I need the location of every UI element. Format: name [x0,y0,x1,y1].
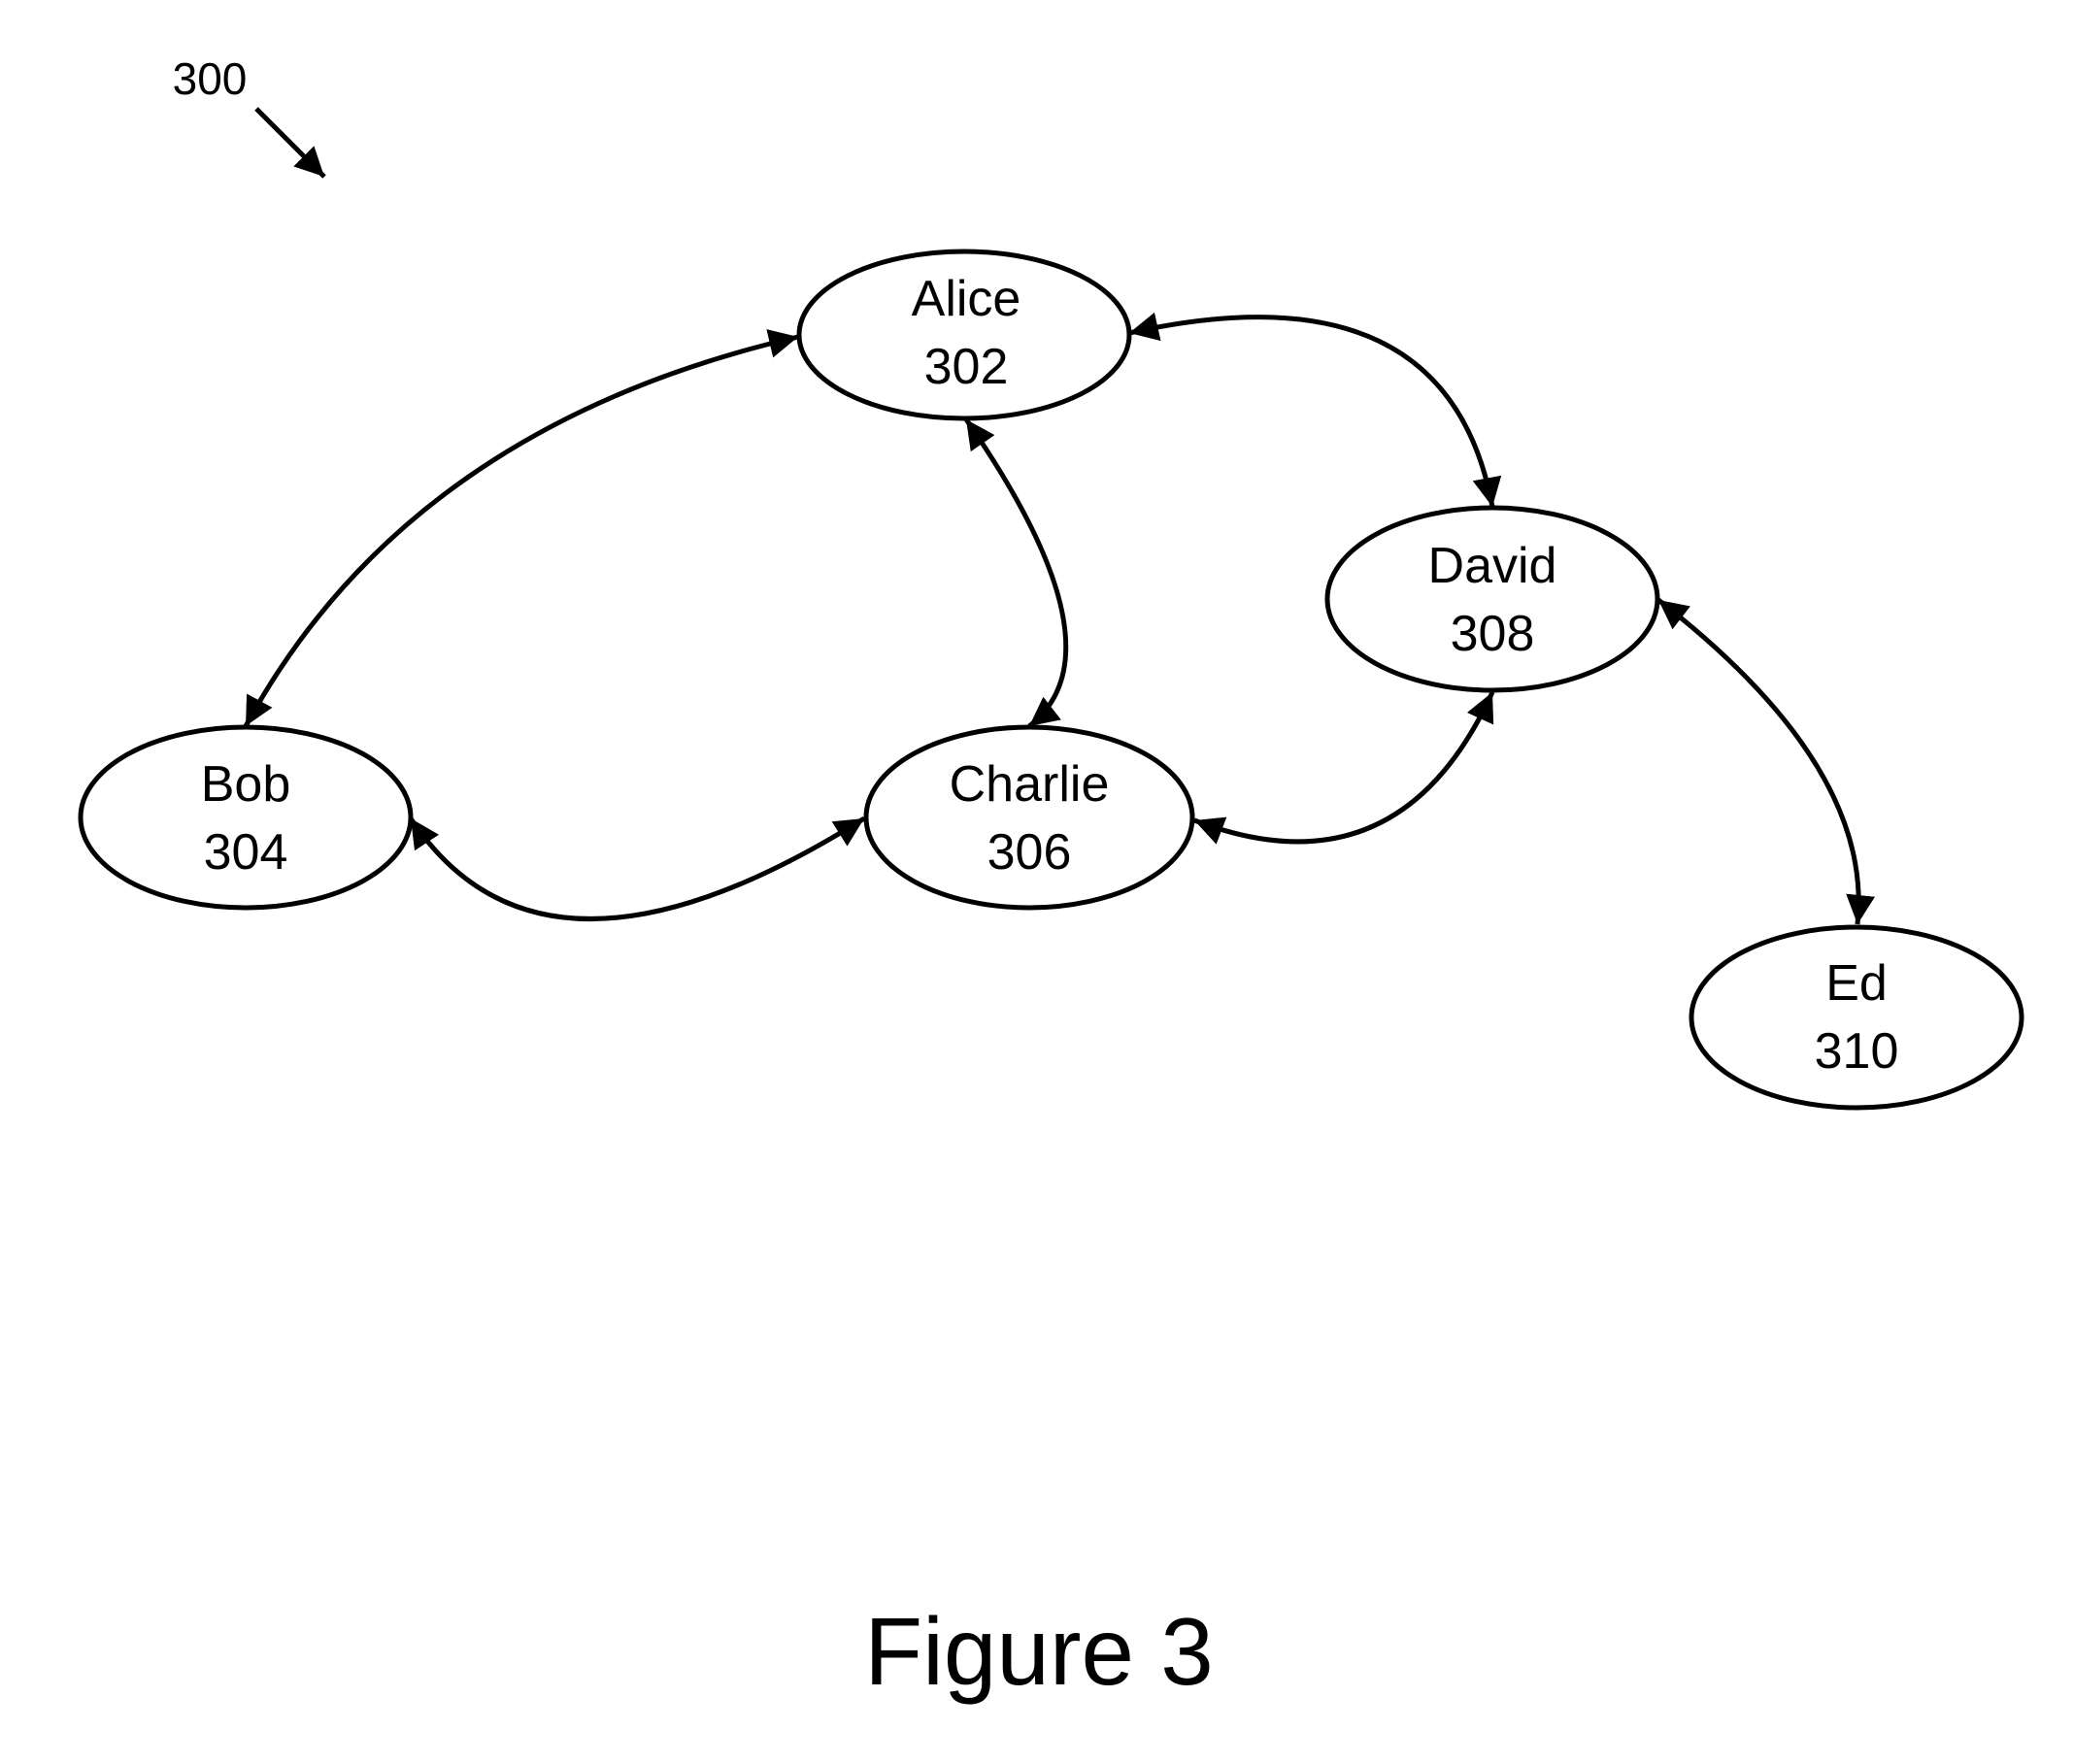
edge-alice-david [1128,312,1502,508]
node-charlie-shape [863,724,1195,911]
node-bob-name: Bob [201,756,291,813]
node-charlie-name: Charlie [950,756,1110,813]
node-bob-ref: 304 [204,824,288,881]
node-alice-ref: 302 [924,339,1009,395]
node-ed-ref: 310 [1815,1023,1899,1080]
node-alice-name: Alice [912,271,1021,327]
node-ed-name: Ed [1825,955,1888,1012]
node-bob: Bob 304 [78,724,414,911]
node-david: David 308 [1324,505,1660,693]
node-charlie-ref: 306 [987,824,1072,881]
node-bob-shape [78,724,414,911]
node-alice: Alice 302 [796,249,1132,421]
edge-bob-charlie [408,815,866,921]
edge-charlie-david [1193,690,1495,845]
node-charlie: Charlie 306 [863,724,1195,911]
figure-reference-label: 300 [173,53,248,104]
node-ed-shape [1689,924,2024,1111]
edge-alice-charlie [963,417,1069,728]
node-david-shape [1324,505,1660,693]
node-ed: Ed 310 [1689,924,2024,1111]
reference-arrow-icon [254,107,326,179]
node-david-name: David [1428,538,1557,594]
node-alice-shape [796,249,1132,421]
edge-david-ed [1656,598,1876,925]
figure-caption: Figure 3 [864,1598,1214,1705]
node-david-ref: 308 [1451,606,1535,662]
edge-alice-bob [243,329,799,728]
